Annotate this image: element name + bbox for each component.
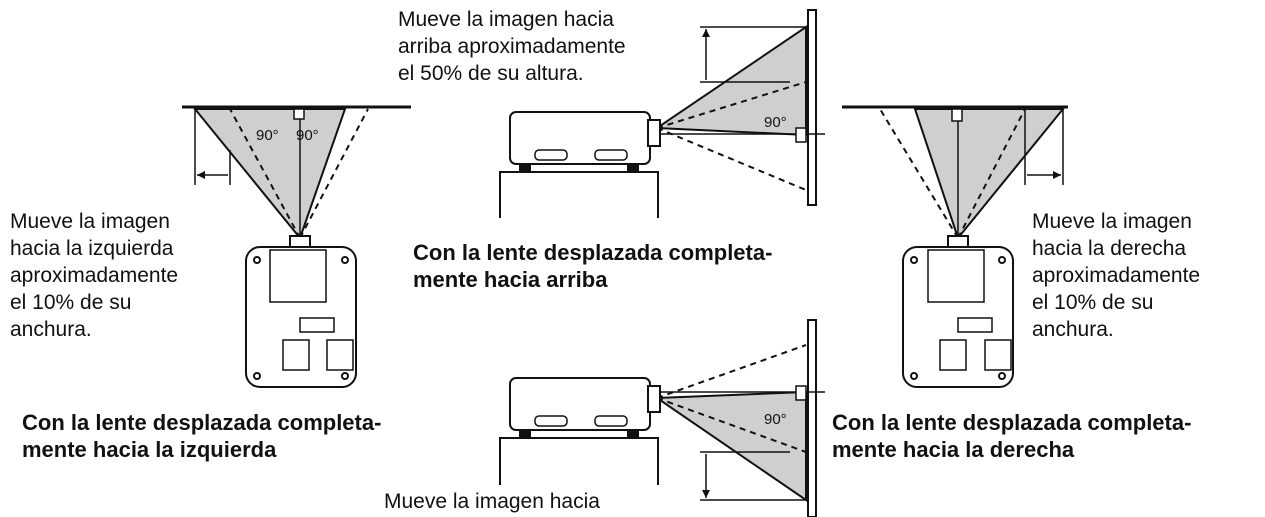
lens-icon bbox=[647, 119, 661, 147]
right-angle-mark bbox=[795, 385, 807, 401]
projector-screw bbox=[341, 256, 349, 264]
projector-screw bbox=[253, 256, 261, 264]
right-note: Mueve la imagen hacia la derecha aproxim… bbox=[1032, 210, 1201, 341]
down-note: Mueve la imagen hacia bbox=[384, 490, 600, 513]
projector-screw bbox=[998, 256, 1006, 264]
table-icon bbox=[499, 171, 659, 218]
up-shift-diagram bbox=[499, 9, 825, 218]
projector-screw bbox=[910, 256, 918, 264]
arrowhead-icon bbox=[702, 29, 710, 37]
right-angle-mark bbox=[293, 108, 305, 120]
arrowhead-icon bbox=[1053, 171, 1061, 179]
centered-ray-bottom bbox=[656, 397, 807, 453]
projector-block bbox=[326, 339, 354, 371]
centered-ray-right bbox=[957, 108, 1026, 239]
projector-screw bbox=[910, 372, 918, 380]
projection-cone bbox=[913, 108, 1066, 241]
angle-label-down: 90° bbox=[764, 411, 787, 428]
projector-block bbox=[984, 339, 1012, 371]
projector-leg bbox=[627, 429, 639, 439]
angle-label-left-b: 90° bbox=[296, 127, 319, 144]
projector-icon bbox=[509, 377, 651, 431]
up-caption: Con la lente desplazada completa- mente … bbox=[413, 240, 773, 292]
projector-icon bbox=[509, 111, 651, 165]
projector-panel bbox=[269, 249, 327, 303]
projector-foot bbox=[534, 149, 568, 161]
right-angle-mark bbox=[951, 108, 963, 122]
projector-leg bbox=[519, 429, 531, 439]
left-shift-diagram bbox=[182, 105, 411, 388]
centered-ray-top bbox=[656, 81, 807, 129]
projection-cone bbox=[653, 390, 807, 502]
projector-vent bbox=[299, 317, 335, 333]
projector-panel bbox=[927, 249, 985, 303]
projector-screw bbox=[341, 372, 349, 380]
projector-vent bbox=[957, 317, 993, 333]
projector-leg bbox=[627, 163, 639, 173]
projector-leg bbox=[519, 163, 531, 173]
angle-label-up: 90° bbox=[764, 114, 787, 131]
centered-ray-left bbox=[879, 108, 959, 239]
left-caption: Con la lente desplazada completa- mente … bbox=[22, 410, 382, 462]
table-icon bbox=[499, 437, 659, 485]
right-shift-diagram bbox=[842, 105, 1068, 388]
screen-line bbox=[807, 9, 817, 206]
projector-foot bbox=[534, 415, 568, 427]
centered-ray-right bbox=[299, 108, 369, 239]
projection-cone bbox=[192, 108, 347, 241]
arrowhead-icon bbox=[197, 171, 205, 179]
projector-screw bbox=[998, 372, 1006, 380]
down-shift-diagram bbox=[499, 319, 825, 517]
projector-foot bbox=[594, 149, 628, 161]
projection-cone bbox=[653, 25, 807, 137]
arrowhead-icon bbox=[702, 490, 710, 498]
right-caption: Con la lente desplazada completa- mente … bbox=[832, 410, 1192, 462]
centered-ray-bottom bbox=[656, 127, 807, 191]
screen-line bbox=[807, 319, 817, 517]
projector-foot bbox=[594, 415, 628, 427]
projector-screw bbox=[253, 372, 261, 380]
centered-ray-left bbox=[229, 108, 301, 239]
centered-ray-top bbox=[656, 344, 807, 399]
projector-block bbox=[282, 339, 310, 371]
up-note: Mueve la imagen hacia arriba aproximadam… bbox=[398, 8, 626, 85]
projector-block bbox=[939, 339, 967, 371]
angle-label-left-a: 90° bbox=[256, 127, 279, 144]
right-angle-mark bbox=[795, 127, 807, 143]
left-note: Mueve la imagen hacia la izquierda aprox… bbox=[10, 210, 179, 341]
lens-icon bbox=[647, 385, 661, 413]
